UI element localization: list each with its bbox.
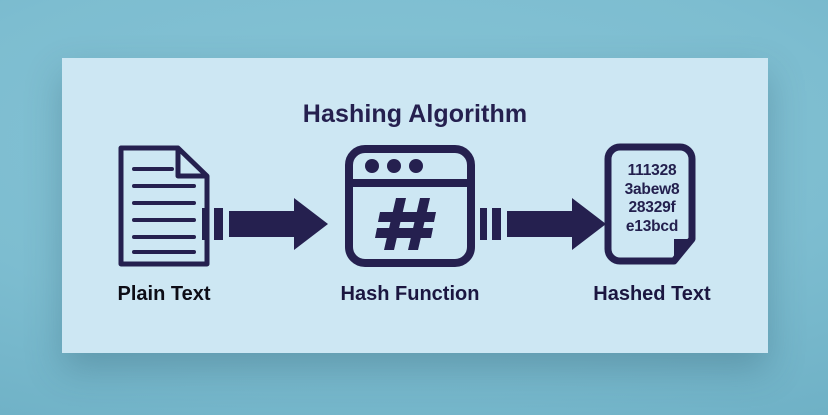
- hashed-document-outline: [604, 143, 696, 265]
- hashed-document-icon: 111328 3abew8 28329f e13bcd: [604, 143, 700, 269]
- step-hashed-text: 111328 3abew8 28329f e13bcd Hashed Text: [562, 136, 742, 316]
- hash-line-1: 111328: [627, 162, 677, 179]
- hash-glyph: [375, 198, 436, 250]
- arrow-right-icon: [480, 198, 606, 250]
- diagram-panel: Hashing Algorithm Plain Text: [62, 58, 768, 353]
- hash-line-4: e13bcd: [625, 217, 679, 235]
- caption-hash-function: Hash Function: [340, 283, 480, 305]
- document-icon: [118, 145, 210, 267]
- hash-output-lines: 111328 3abew8 28329f e13bcd: [616, 157, 688, 241]
- hash-line-3: 28329f: [628, 199, 676, 216]
- caption-hashed-text: Hashed Text: [593, 283, 711, 305]
- arrow-right-icon: [202, 198, 328, 250]
- step-hash-function: Hash Function: [320, 136, 500, 316]
- hashed-text-icon-wrap: 111328 3abew8 28329f e13bcd: [562, 136, 742, 276]
- hash-function-icon-wrap: [320, 136, 500, 276]
- arrow-plain-to-hash: [202, 196, 330, 252]
- hash-line-2: 3abew8: [624, 180, 680, 198]
- arrow-hash-to-hashed: [480, 196, 608, 252]
- caption-plain-text: Plain Text: [117, 283, 211, 305]
- browser-window-hash-icon: [345, 145, 475, 267]
- diagram-title: Hashing Algorithm: [302, 100, 528, 128]
